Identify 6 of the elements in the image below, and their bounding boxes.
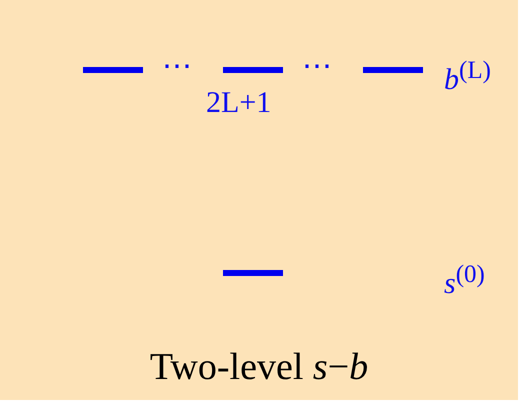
level-label: s$^{(0)}$ [444,262,485,299]
ellipsis: ⋯ [162,52,192,82]
level-label: b$^{(L)}$ [444,58,491,95]
degeneracy-label: 2L+1 [206,88,272,118]
caption: Two-level s−b [148,348,370,386]
ellipsis: ⋯ [302,52,332,82]
